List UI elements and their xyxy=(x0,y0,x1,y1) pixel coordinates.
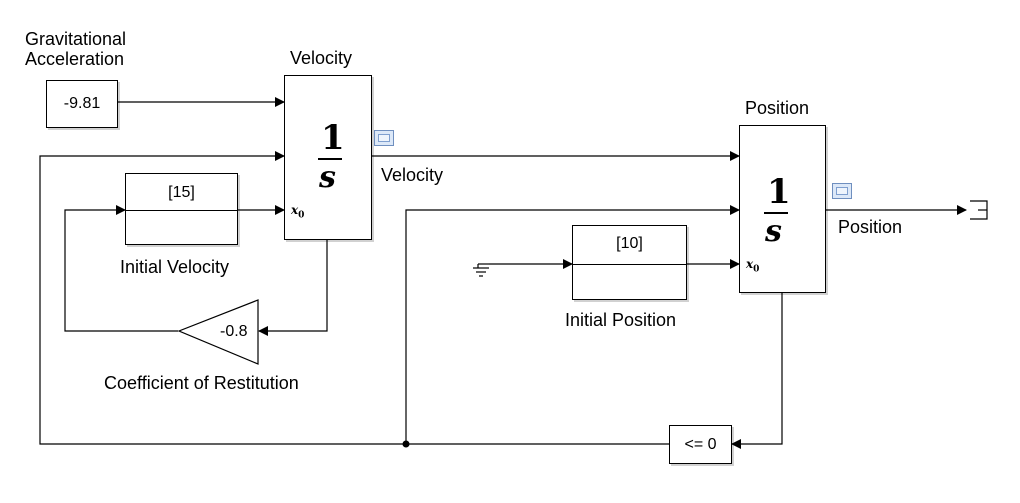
gravity-value: -9.81 xyxy=(63,95,101,112)
initial-position-label: Initial Position xyxy=(565,310,677,330)
gravity-constant-block[interactable]: -9.81 xyxy=(46,80,118,128)
gain-block-shape[interactable] xyxy=(177,299,259,365)
position-x0-port: x0 xyxy=(746,257,760,275)
position-fraction-bar xyxy=(764,212,788,214)
velocity-denominator: s xyxy=(319,160,336,195)
wire-reset-to-velocity[interactable] xyxy=(39,151,406,445)
wire-reset-to-position[interactable] xyxy=(405,205,740,444)
position-viewer-icon[interactable] xyxy=(832,183,852,199)
compare-to-zero-block[interactable]: <= 0 xyxy=(669,425,732,464)
position-denominator: s xyxy=(765,214,782,249)
velocity-integrator-block[interactable]: 1 s x0 xyxy=(284,75,372,240)
position-numerator: 1 xyxy=(767,172,791,212)
gain-label: Coefficient of Restitution xyxy=(104,373,299,393)
velocity-signal-label: Velocity xyxy=(381,165,444,185)
initial-velocity-block[interactable]: [15] xyxy=(125,173,238,245)
velocity-fraction-bar xyxy=(318,158,342,160)
initial-position-value: [10] xyxy=(616,235,643,252)
initial-velocity-label: Initial Velocity xyxy=(120,257,230,277)
velocity-numerator: 1 xyxy=(321,118,345,158)
terminator-icon[interactable] xyxy=(970,200,988,220)
compare-value: <= 0 xyxy=(684,436,717,453)
velocity-block-title: Velocity xyxy=(290,48,353,68)
position-signal-label: Position xyxy=(838,217,903,237)
position-integrator-block[interactable]: 1 s x0 xyxy=(739,125,826,293)
branch-junction xyxy=(402,440,410,448)
ground-icon[interactable] xyxy=(473,263,489,277)
wire-velocity-to-gain[interactable] xyxy=(258,240,328,336)
initial-velocity-value: [15] xyxy=(168,184,195,201)
wire-gain-to-init-velocity[interactable] xyxy=(64,205,178,332)
initial-position-block[interactable]: [10] xyxy=(572,225,687,300)
gain-value: -0.8 xyxy=(220,323,248,340)
wire-position-to-compare[interactable] xyxy=(731,293,783,449)
gravity-label: Gravitational Acceleration xyxy=(25,29,127,69)
velocity-viewer-icon[interactable] xyxy=(374,130,394,146)
velocity-x0-port: x0 xyxy=(291,203,305,221)
position-block-title: Position xyxy=(745,98,810,118)
